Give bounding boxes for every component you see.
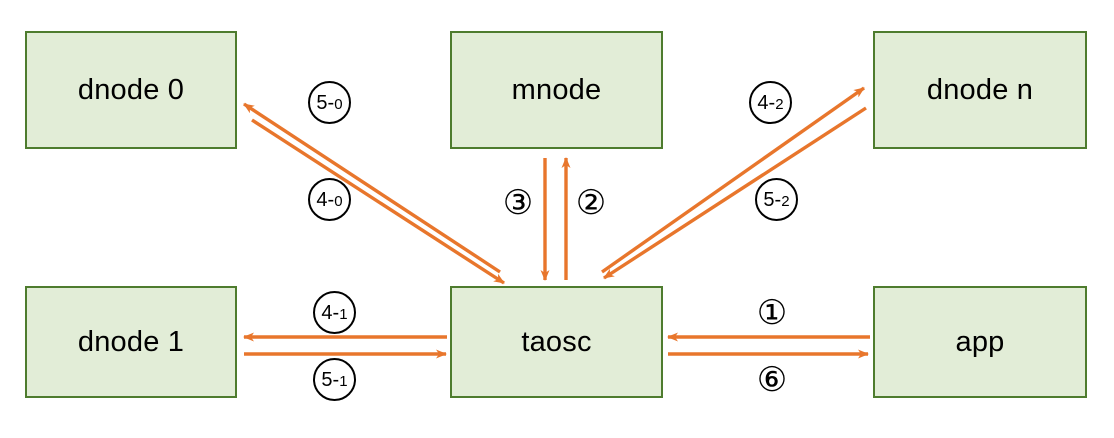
circled-number-icon: ② [575,183,607,223]
edge-badge-1: ① [750,291,794,335]
circled-number-icon: ③ [502,183,534,223]
edge-5-2 [603,106,867,280]
edge-badge-5-0: 5-0 [308,81,351,124]
edge-badge-6: ⑥ [750,358,794,402]
edge-badge-2: ② [569,181,613,225]
circled-number-icon: ① [756,293,788,333]
node-label: taosc [521,325,592,358]
node-dnode-1[interactable]: dnode 1 [25,286,237,398]
edge-badge-label: 4-0 [316,188,343,211]
node-label: dnode 0 [77,73,185,106]
edge-badge-5-1: 5-1 [313,358,356,401]
circled-number-icon: ⑥ [756,360,788,400]
edge-badge-3: ③ [496,181,540,225]
node-dnode-0[interactable]: dnode 0 [25,31,237,149]
edge-badge-5-2: 5-2 [755,178,798,221]
edge-4-2 [601,86,865,274]
edge-badge-4-0: 4-0 [308,178,351,221]
node-dnode-n[interactable]: dnode n [873,31,1087,149]
node-mnode[interactable]: mnode [450,31,663,149]
edge-badge-label: 5-2 [763,188,790,211]
node-label: dnode n [926,73,1034,106]
edge-4-0 [251,118,505,285]
node-label: mnode [511,73,602,106]
node-app[interactable]: app [873,286,1087,398]
edge-badge-label: 4-2 [757,91,784,114]
edge-5-0 [243,102,501,274]
edge-badge-4-1: 4-1 [313,291,356,334]
edge-badge-label: 5-1 [321,368,348,391]
edge-badge-label: 4-1 [321,301,348,324]
edge-badge-label: 5-0 [316,91,343,114]
edge-badge-4-2: 4-2 [749,81,792,124]
node-taosc[interactable]: taosc [450,286,663,398]
node-label: app [955,325,1005,358]
node-label: dnode 1 [77,325,185,358]
